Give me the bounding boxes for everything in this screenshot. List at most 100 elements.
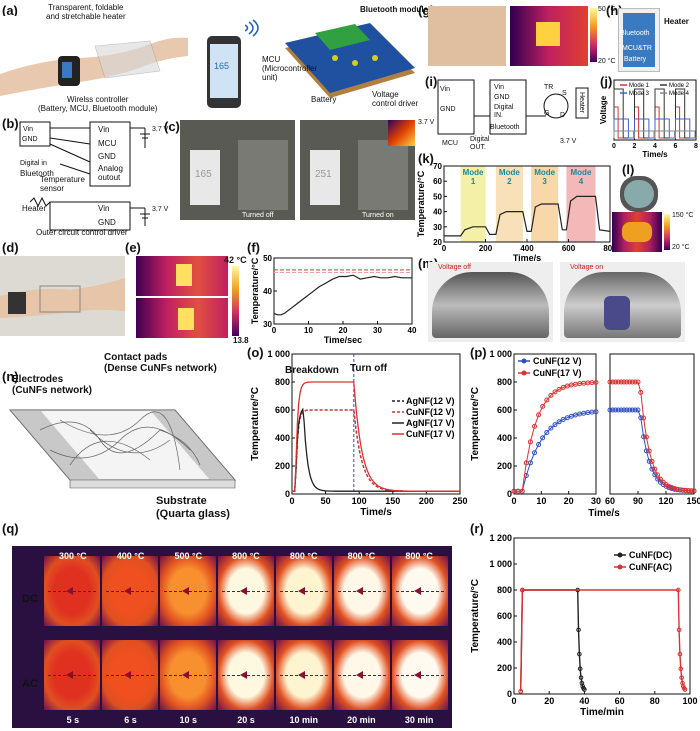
- b-gnd2: GND: [98, 152, 116, 161]
- data-point: [556, 419, 562, 425]
- i-volt: 3.7 V: [418, 119, 435, 126]
- a-battery-label: Battery: [311, 95, 337, 104]
- y-axis-label: Temperature/°C: [250, 257, 260, 324]
- x-axis-label: Time/sec: [324, 335, 362, 345]
- x-axis-label: Time/s: [360, 507, 392, 518]
- series-line: [292, 381, 460, 492]
- n-electrodes: Electrodes (CuNFs network): [12, 374, 92, 396]
- panel-label-o: (o): [247, 345, 264, 360]
- x-tick-label: 0: [272, 326, 277, 335]
- y-tick-label: 20: [433, 238, 442, 247]
- data-point: [548, 392, 554, 398]
- q-thermal-tile: [276, 640, 332, 710]
- legend-label: AgNF(12 V): [406, 396, 455, 406]
- legend-marker: [617, 552, 623, 558]
- q-time-label: 10 s: [179, 715, 198, 725]
- b-gnd: GND: [22, 136, 38, 143]
- y-tick-label: 40: [263, 287, 272, 296]
- y-axis-label: Temperature/°C: [470, 387, 481, 461]
- data-point: [675, 587, 681, 593]
- n-electrode-diagram: [0, 380, 245, 520]
- mode-label: 2: [507, 177, 512, 186]
- y-axis-label: Temperature/°C: [250, 387, 261, 461]
- x-tick-label: 0: [612, 143, 616, 150]
- y-tick-label: 0: [507, 489, 512, 499]
- q-thermal-tile: [160, 640, 216, 710]
- c-off-label: Turned off: [242, 212, 274, 219]
- data-point: [582, 687, 587, 692]
- h-bluetooth: Bluetooth: [620, 30, 650, 37]
- phone-image: 165: [207, 36, 241, 108]
- data-point: [560, 384, 566, 390]
- panel-label-c: (c): [164, 119, 180, 134]
- q-thermal-tile: [392, 556, 448, 626]
- data-point: [678, 666, 684, 672]
- phone-value: 165: [214, 61, 230, 71]
- i-vin2: Vin: [494, 84, 504, 91]
- x-tick-label: 6: [674, 143, 678, 150]
- legend-label: CuNF(17 V): [406, 429, 455, 439]
- x-tick-label: 200: [419, 496, 434, 506]
- q-arrow-marker: [298, 587, 306, 595]
- a-heater-label: Transparent, foldable and stretchable he…: [46, 3, 126, 21]
- x-tick-label: 0: [442, 244, 447, 253]
- x-tick-label: 20: [544, 696, 554, 706]
- x-axis-label: Time/s: [588, 508, 620, 519]
- l-colorbar: [664, 214, 670, 250]
- data-point: [646, 458, 652, 464]
- x-tick-label: 20: [339, 326, 348, 335]
- q-thermal-tile: [334, 640, 390, 710]
- i-volt2: 3.7 V: [560, 138, 577, 145]
- x-tick-label: 80: [650, 696, 660, 706]
- g-hand-photo: [428, 6, 506, 66]
- x-tick-label: 4: [653, 143, 657, 150]
- m-right-label: Voltage on: [570, 264, 604, 271]
- series-line: [444, 195, 611, 237]
- y-tick-label: 800: [497, 585, 512, 595]
- e-thermal-top: [136, 256, 228, 296]
- h-battery: Battery: [624, 56, 647, 63]
- series-line: [610, 381, 695, 492]
- y-tick-label: 200: [497, 461, 512, 471]
- x-tick-label: 0: [511, 496, 516, 506]
- wrist-heater-photo: [0, 16, 190, 108]
- h-heater: Heater: [664, 17, 689, 26]
- data-point: [682, 687, 688, 692]
- mode-label: Mode: [571, 168, 592, 177]
- data-point: [679, 675, 684, 680]
- q-arrow-marker: [66, 587, 74, 595]
- a-bluetooth-label: Bluetooth module: [360, 5, 428, 14]
- data-point: [552, 422, 558, 428]
- y-tick-label: 30: [263, 320, 272, 329]
- b-gnd3: GND: [98, 218, 116, 227]
- x-tick-label: 10: [536, 496, 546, 506]
- y-tick-label: 800: [275, 377, 290, 387]
- g-cbar-min: 20 °C: [598, 58, 616, 65]
- d-hand-photo: [0, 256, 125, 336]
- data-point: [540, 403, 546, 409]
- a-controller-label: Wirelss controller (Battery, MCU, Blueto…: [38, 95, 158, 113]
- x-tick-label: 10: [304, 326, 313, 335]
- q-temp-label: 800 °C: [347, 551, 376, 561]
- y-tick-label: 200: [497, 663, 512, 673]
- l-cbar-max: 150 °C: [672, 212, 694, 219]
- data-point: [536, 441, 542, 447]
- q-time-label: 20 min: [347, 715, 376, 725]
- mode-label: 3: [542, 177, 547, 186]
- q-thermal-tile: [102, 556, 158, 626]
- mode-label: Mode: [534, 168, 555, 177]
- q-thermal-tile: [334, 556, 390, 626]
- q-arrow-marker: [414, 587, 422, 595]
- i-gnd: GND: [440, 106, 456, 113]
- i-s: S: [562, 90, 567, 97]
- data-point: [556, 386, 562, 392]
- q-arrow-marker: [124, 671, 132, 679]
- x-tick-label: 40: [408, 326, 417, 335]
- m-left-label: Voltage off: [438, 264, 471, 271]
- q-arrow-marker: [182, 587, 190, 595]
- q-arrow-marker: [124, 587, 132, 595]
- y-tick-label: 400: [275, 433, 290, 443]
- x-tick-label: 200: [479, 244, 493, 253]
- y-tick-label: 1 200: [489, 533, 512, 543]
- mode-label: Mode: [499, 168, 520, 177]
